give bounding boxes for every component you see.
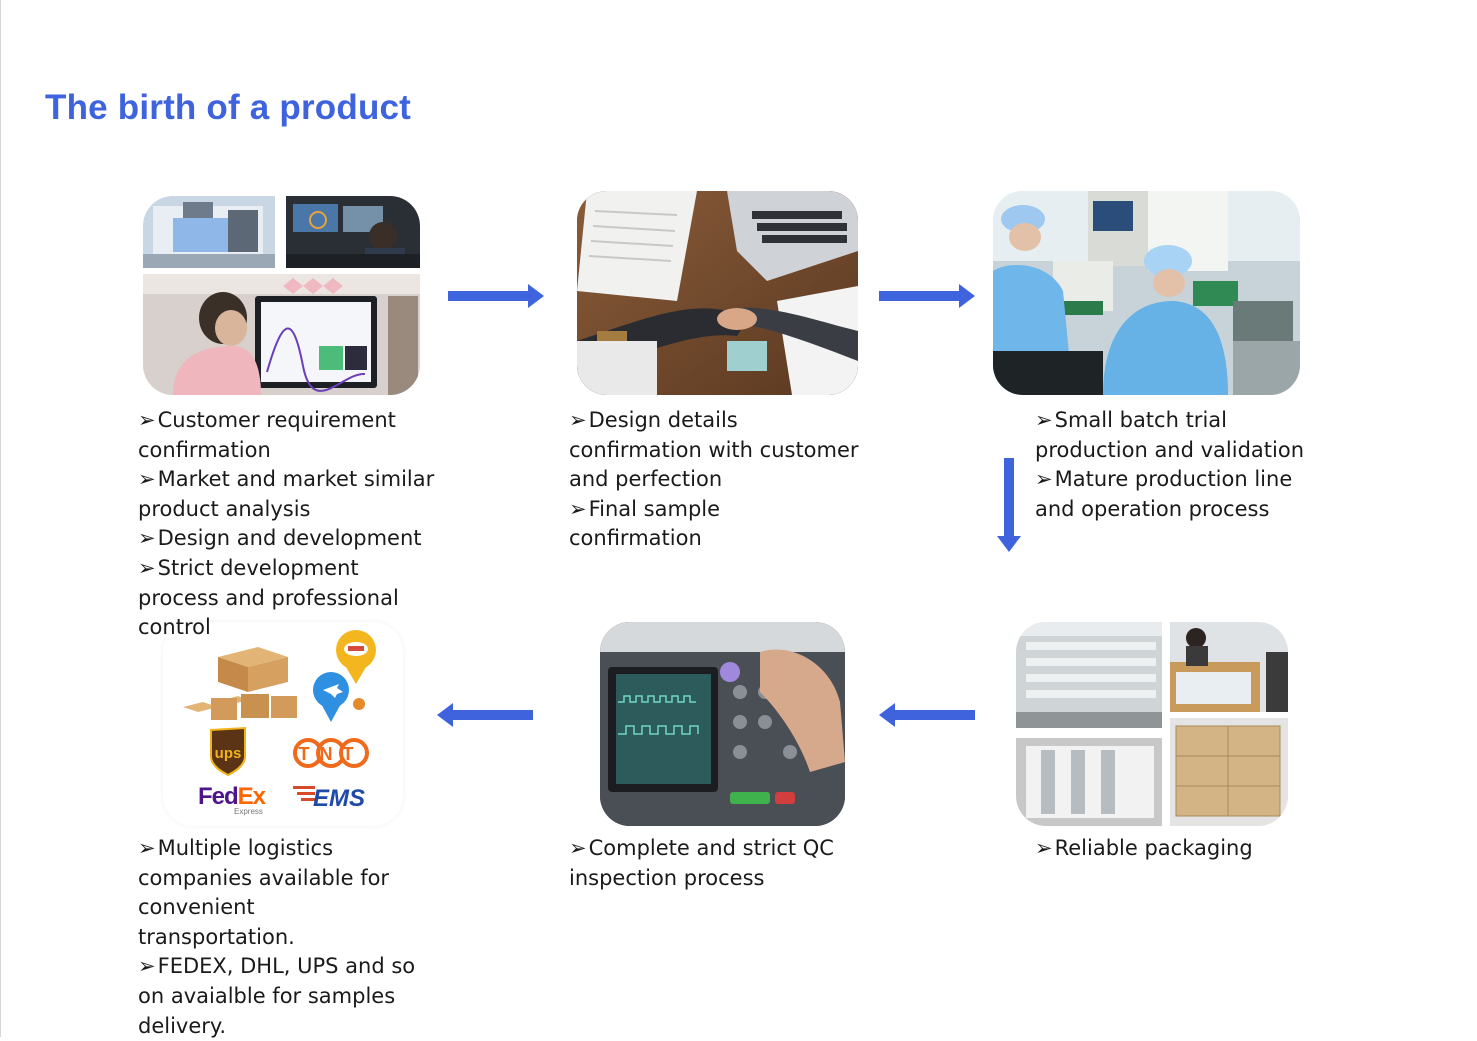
step-1-photo-collage <box>143 196 420 395</box>
step-1-bullet-1: ➢Customer requirement confirmation <box>138 408 396 462</box>
arrowhead-bullet-icon: ➢ <box>1035 836 1053 860</box>
arrow-icon-step1-to-step2 <box>448 284 544 308</box>
arrowhead-bullet-icon: ➢ <box>138 555 156 580</box>
step-2-bullet-2: ➢Final sample confirmation <box>569 496 721 551</box>
svg-text:TNT: TNT <box>299 744 364 764</box>
step-1-description: ➢Customer requirement confirmation ➢Mark… <box>138 406 438 643</box>
step-1-bullet-4: ➢Strict development process and professi… <box>138 555 399 640</box>
svg-text:Express: Express <box>234 807 263 816</box>
step-2-photo-handshake <box>577 191 858 395</box>
cardboard-boxes-icon <box>183 647 297 720</box>
map-pin-train-icon <box>336 630 376 684</box>
fedex-fed-text: Fed <box>198 783 238 810</box>
step-6-logistics-logos: ups TNT FedEx Express EMS <box>163 622 403 826</box>
step-4-photo-packaging <box>1016 622 1288 826</box>
map-pin-small-icon <box>353 698 365 710</box>
worker-packing-photo <box>1170 622 1288 712</box>
step-3-photo-production <box>993 191 1300 395</box>
arrow-icon-step5-to-step6 <box>437 703 533 727</box>
step-4-description: ➢Reliable packaging <box>1035 834 1305 864</box>
arrowhead-bullet-icon: ➢ <box>569 836 587 860</box>
step-3-bullet-2: ➢Mature production line and operation pr… <box>1035 467 1293 521</box>
page-title: The birth of a product <box>45 88 412 127</box>
office-monitor-photo <box>286 196 420 268</box>
step-3-bullet-1: ➢Small batch trial production and valida… <box>1035 408 1305 462</box>
arrowhead-bullet-icon: ➢ <box>138 526 156 551</box>
arrowhead-bullet-icon: ➢ <box>1035 467 1053 492</box>
engineer-at-monitor-photo <box>143 274 420 395</box>
step-6-description: ➢Multiple logistics companies available … <box>138 834 418 1041</box>
step-6-bullet-2: ➢FEDEX, DHL, UPS and so on avaialble for… <box>138 954 416 1038</box>
step-2-bullet-1: ➢Design details confirmation with custom… <box>569 408 859 492</box>
step-5-photo-oscilloscope <box>600 622 845 826</box>
arrow-icon-step4-to-step5 <box>879 703 975 727</box>
step-4-bullet-1: ➢Reliable packaging <box>1035 834 1305 864</box>
arrowhead-bullet-icon: ➢ <box>138 467 156 492</box>
fedex-ex-text: Ex <box>238 783 267 810</box>
svg-text:ups: ups <box>215 745 242 762</box>
pcb-machine-photo <box>143 196 275 268</box>
fedex-logo: FedEx Express <box>198 783 268 816</box>
step-3-description: ➢Small batch trial production and valida… <box>1035 406 1305 524</box>
step-6-bullet-1: ➢Multiple logistics companies available … <box>138 836 390 949</box>
arrowhead-bullet-icon: ➢ <box>138 408 156 432</box>
arrowhead-bullet-icon: ➢ <box>138 954 156 979</box>
step-1-bullet-2: ➢Market and market similar product analy… <box>138 467 435 521</box>
step-2-description: ➢Design details confirmation with custom… <box>569 406 859 554</box>
tnt-logo: TNT <box>293 738 369 768</box>
step-5-bullet-1: ➢Complete and strict QC inspection proce… <box>569 836 834 890</box>
svg-text:EMS: EMS <box>313 785 365 812</box>
svg-text:FedEx: FedEx <box>198 783 267 810</box>
stacked-cartons-photo <box>1170 718 1288 826</box>
tubes-racks-photo <box>1016 622 1162 728</box>
page-left-border <box>0 0 1 1037</box>
ups-logo: ups <box>210 726 246 777</box>
arrow-icon-step3-to-step4 <box>997 458 1021 552</box>
step-1-bullet-3: ➢Design and development <box>138 524 438 554</box>
tubes-in-box-photo <box>1016 738 1162 826</box>
arrowhead-bullet-icon: ➢ <box>138 836 156 860</box>
arrow-icon-step2-to-step3 <box>879 284 975 308</box>
arrowhead-bullet-icon: ➢ <box>569 408 587 432</box>
step-5-description: ➢Complete and strict QC inspection proce… <box>569 834 844 893</box>
ems-logo: EMS <box>293 785 365 812</box>
arrowhead-bullet-icon: ➢ <box>569 496 587 521</box>
arrowhead-bullet-icon: ➢ <box>1035 408 1053 432</box>
map-pin-plane-icon <box>313 672 349 722</box>
